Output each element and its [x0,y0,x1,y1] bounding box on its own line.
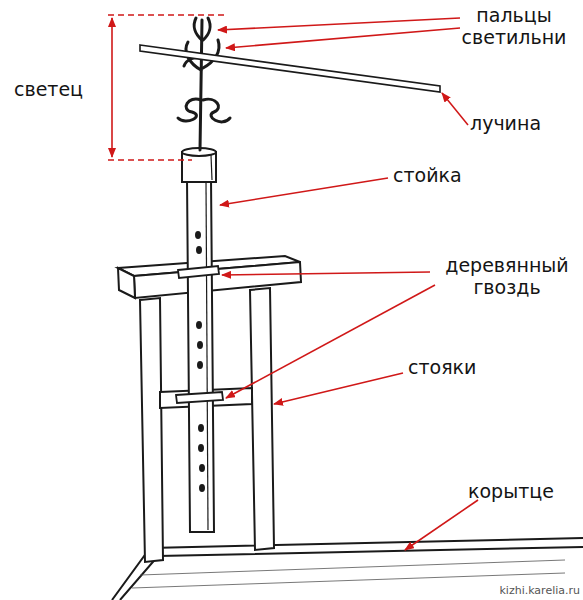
part-label: пальцы светильни [448,4,580,48]
part-label: лучина [470,112,570,134]
part-label: деревянный гвоздь [434,254,580,298]
part-label: стойка [393,164,493,186]
watermark: kizhi.karelia.ru [470,584,580,597]
part-label: стояки [408,356,508,378]
part-label: корытце [468,480,578,502]
part-label: светец [14,78,106,100]
